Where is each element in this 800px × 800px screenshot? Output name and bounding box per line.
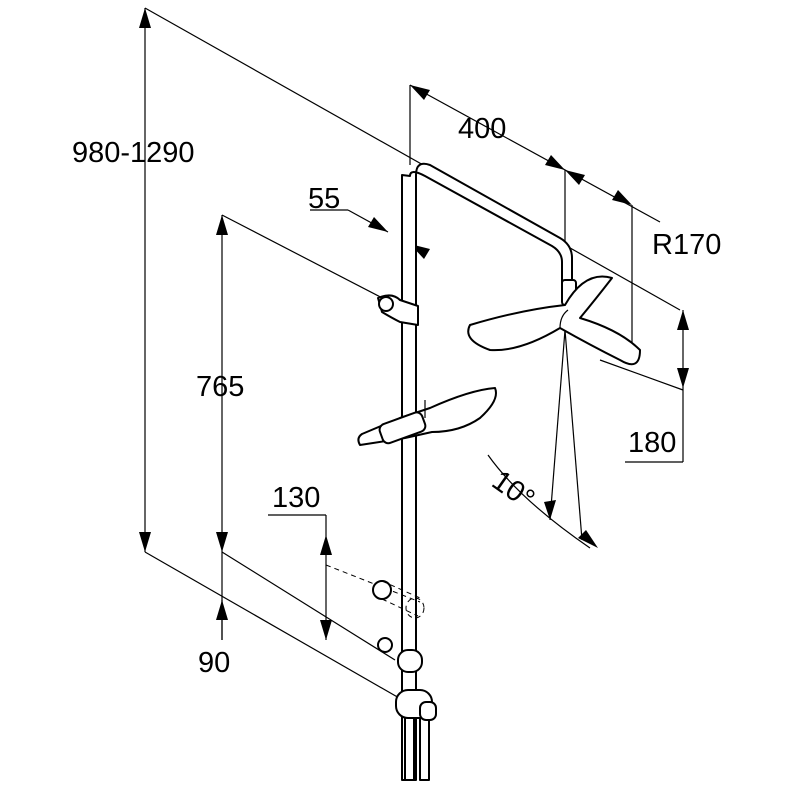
label-bottom-height: 90: [198, 647, 230, 679]
riser-pipe: [401, 162, 573, 781]
arrow-heads: [139, 8, 689, 640]
label-holder-offset: 130: [272, 482, 320, 514]
label-head-radius: R170: [652, 229, 721, 261]
mixer-valve: [377, 637, 437, 721]
hand-shower: [357, 387, 497, 446]
shelf-holder: [325, 564, 425, 619]
label-tilt-angle: 10°: [486, 465, 540, 516]
dimension-labels: 980-1290 400 55 R170 180 765 10° 130 90: [72, 113, 721, 679]
label-total-height: 980-1290: [72, 137, 195, 169]
label-arm-length: 400: [458, 113, 506, 145]
label-head-depth: 180: [628, 427, 676, 459]
label-wall-offset: 55: [308, 183, 340, 215]
label-rail-length: 765: [196, 371, 244, 403]
wall-bracket: [377, 294, 419, 326]
rain-shower-head: [467, 275, 641, 366]
